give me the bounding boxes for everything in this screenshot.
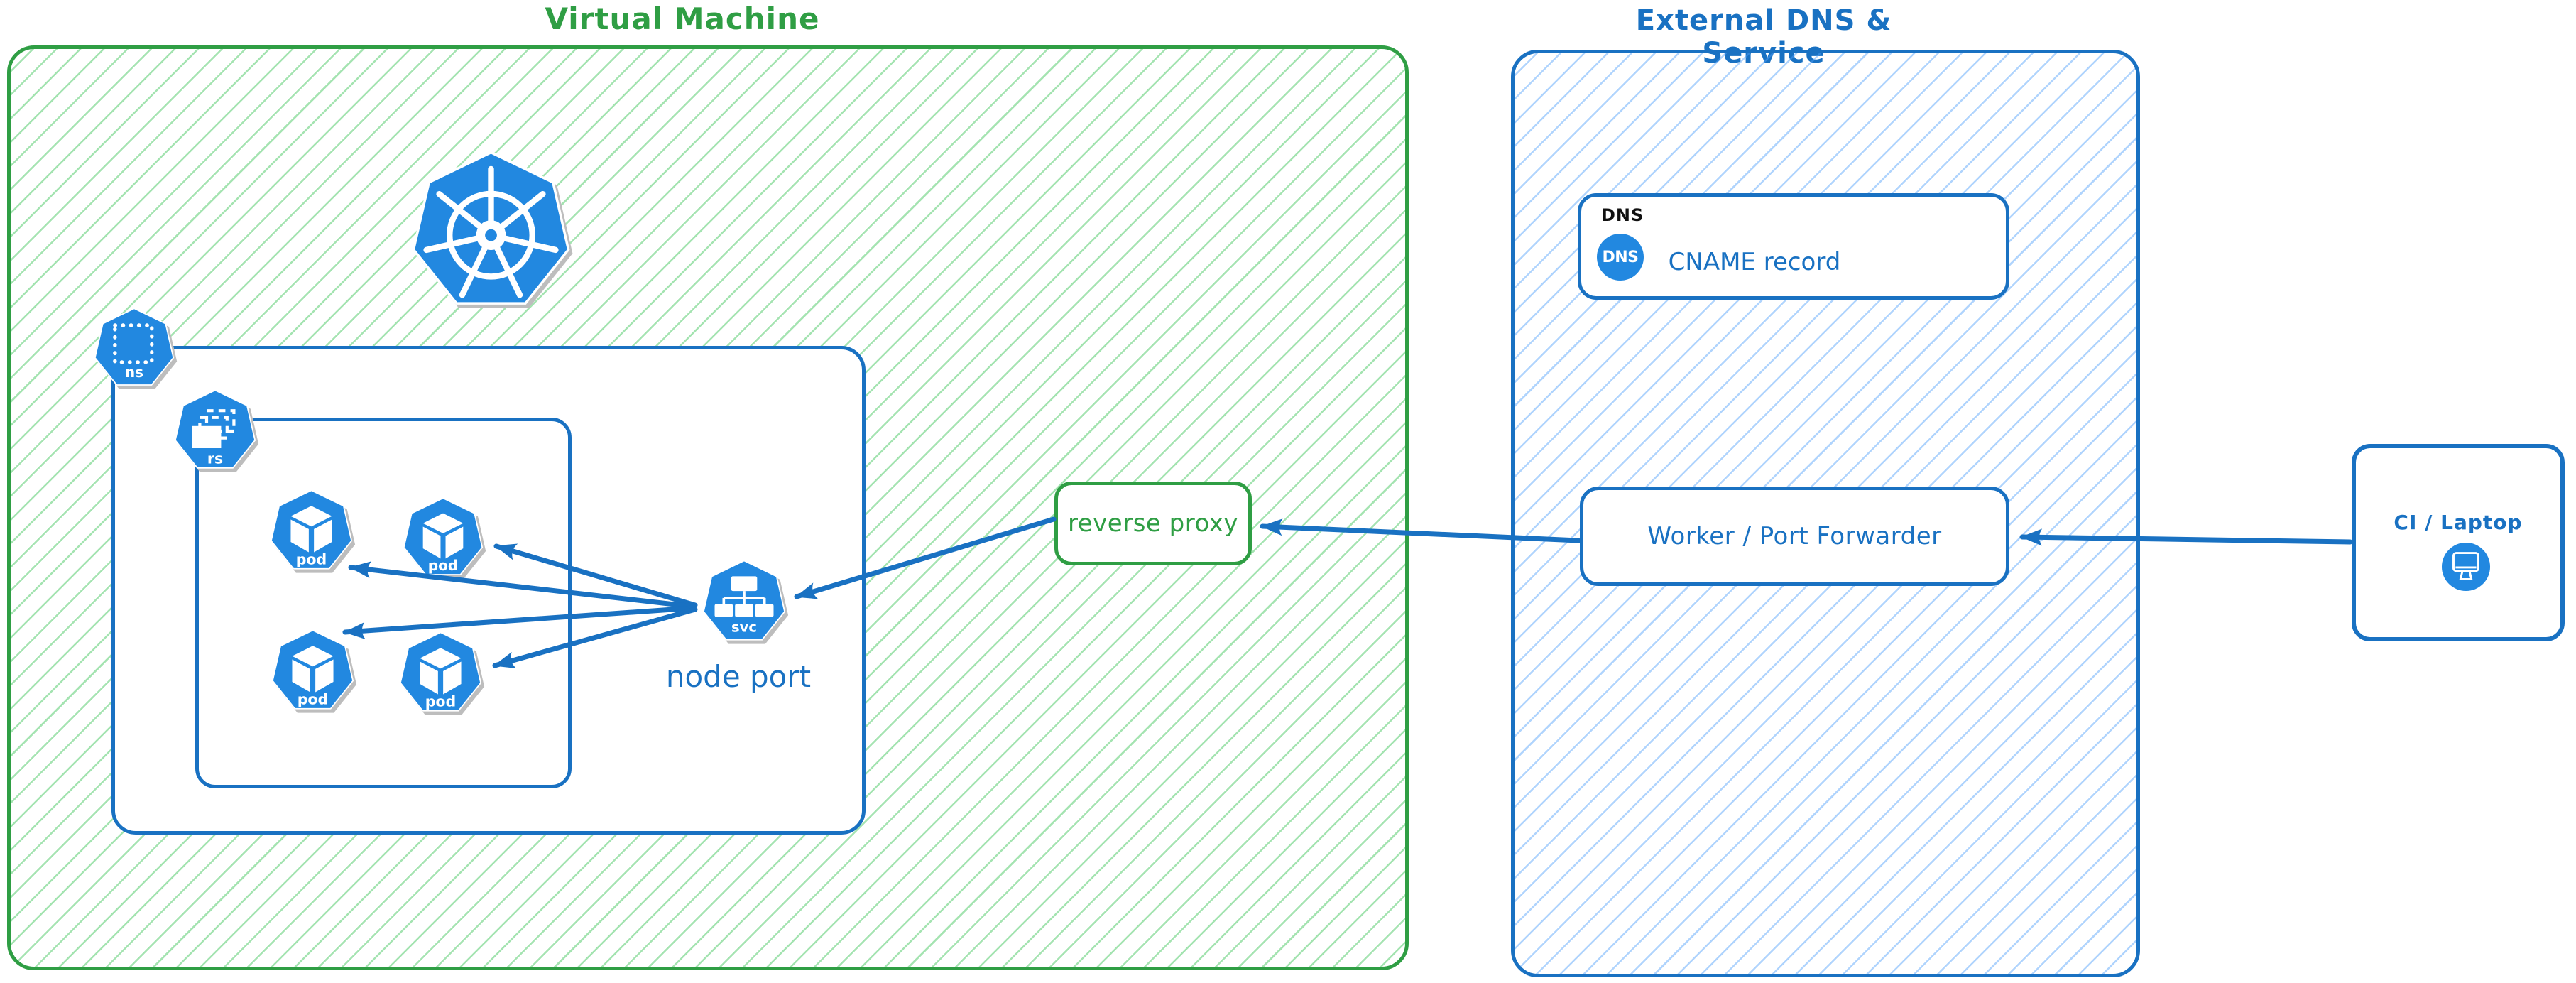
dns-corner-label: DNS	[1601, 205, 1644, 225]
dns-badge-label: DNS	[1602, 248, 1639, 266]
worker-port-forwarder-label: Worker / Port Forwarder	[1647, 522, 1942, 550]
reverse-proxy-label: reverse proxy	[1068, 509, 1238, 538]
dns-badge-icon: DNS	[1597, 234, 1644, 281]
external-dns-title: External DNS & Service	[1635, 4, 1892, 70]
reverse-proxy-box: reverse proxy	[1054, 482, 1252, 565]
cname-record-label: CNAME record	[1668, 248, 1841, 276]
pod-icon: pod	[403, 497, 484, 575]
ci-laptop-box: CI / Laptop	[2352, 444, 2565, 641]
pod-icon: pod	[271, 629, 354, 710]
replicaset-icon: rs	[174, 389, 256, 469]
virtual-machine-title: Virtual Machine	[545, 1, 820, 36]
node-port-label: node port	[665, 659, 812, 694]
pod-icon-label: pod	[428, 557, 458, 574]
service-icon-label: svc	[731, 619, 757, 635]
namespace-icon-label: ns	[125, 364, 143, 381]
pod-icon: pod	[399, 631, 482, 712]
pod-icon-label: pod	[296, 550, 327, 567]
dns-card: DNS DNS CNAME record	[1578, 193, 2009, 300]
pod-icon-label: pod	[298, 690, 329, 707]
kubernetes-logo-icon	[412, 151, 570, 305]
namespace-icon: ns	[94, 308, 175, 386]
worker-port-forwarder-box: Worker / Port Forwarder	[1580, 487, 2009, 586]
computer-monitor-icon	[2441, 542, 2491, 592]
replicaset-icon-label: rs	[207, 450, 223, 467]
service-icon: svc	[702, 560, 786, 641]
pod-icon: pod	[270, 489, 353, 570]
pod-icon-label: pod	[425, 693, 457, 710]
ci-laptop-label: CI / Laptop	[2394, 511, 2523, 534]
